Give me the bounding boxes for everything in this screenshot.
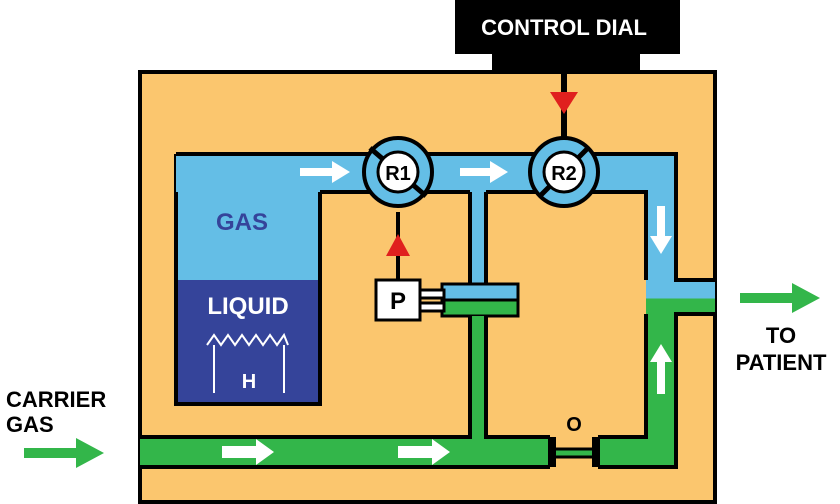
valve-r1-label: R1 [385, 163, 411, 185]
liquid-label: LIQUID [207, 293, 288, 320]
valve-r1: R1 [362, 136, 434, 208]
to-patient-label: TO [766, 323, 796, 348]
carrier-gas-label: CARRIER [6, 387, 106, 412]
valve-r2: R2 [528, 136, 600, 208]
to-patient-label-line2: PATIENT [736, 350, 827, 375]
orifice: O [548, 414, 600, 467]
heater-icon: H [206, 332, 289, 393]
carrier-gas-line [140, 297, 715, 469]
pressure-arrow-icon [386, 234, 410, 256]
control-dial-label: CONTROL DIAL [481, 15, 647, 40]
control-dial: CONTROL DIAL [455, 0, 680, 74]
carrier-gas-label-line2: GAS [6, 412, 54, 437]
external-arrow-icon [24, 283, 820, 468]
valve-r2-label: R2 [551, 163, 577, 185]
pressure-label: P [390, 288, 406, 315]
heater-label: H [242, 371, 256, 393]
orifice-label: O [566, 414, 582, 436]
gas-label: GAS [216, 209, 268, 236]
dial-arrow-icon [550, 92, 578, 114]
flow-arrow-icon [222, 161, 672, 465]
